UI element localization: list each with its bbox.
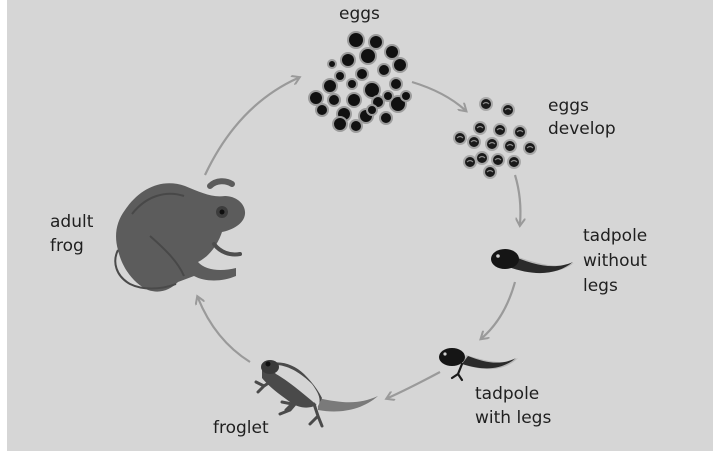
label-tadpole-with-legs-line2: with legs — [475, 408, 551, 429]
adult-frog-icon — [115, 181, 245, 291]
label-eggs-develop-line2: develop — [548, 119, 616, 140]
label-eggs: eggs — [339, 4, 380, 25]
label-tadpole-without-legs-line1: tadpole — [583, 226, 647, 247]
label-eggs-develop-line1: eggs — [548, 96, 589, 117]
label-adult-frog-line2: frog — [50, 236, 84, 257]
arrow-tadpole-legs-to-froglet — [388, 372, 440, 398]
label-tadpole-without-legs-line2: without — [583, 251, 647, 272]
froglet-icon — [256, 360, 378, 426]
arrow-tadpole-to-tadpole-legs — [482, 282, 515, 338]
label-froglet: froglet — [213, 418, 269, 439]
arrow-develop-to-tadpole — [515, 175, 520, 224]
arrow-eggs-to-develop — [412, 82, 465, 110]
label-tadpole-with-legs-line1: tadpole — [475, 384, 539, 405]
label-adult-frog-line1: adult — [50, 212, 93, 233]
egg-cluster-icon — [308, 31, 412, 133]
arrow-adult-to-eggs — [205, 78, 298, 175]
label-tadpole-without-legs-line3: legs — [583, 276, 618, 297]
tadpole-icon — [491, 249, 574, 273]
tadpole-with-legs-icon — [439, 348, 518, 380]
arrow-froglet-to-adult — [198, 298, 250, 362]
